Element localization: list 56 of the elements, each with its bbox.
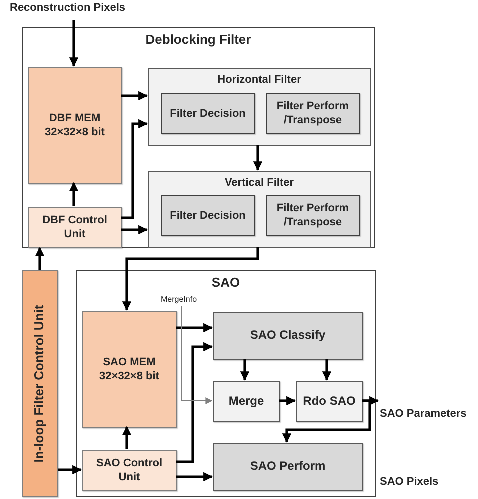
block-label: Merge [228, 394, 266, 410]
arrow [35, 247, 45, 270]
arrow [58, 465, 82, 475]
signal-label: SAO Parameters [380, 407, 467, 422]
block-container [22, 27, 375, 248]
block-title: Horizontal Filter [218, 73, 302, 88]
block-label: Filter Perform /Transpose [276, 99, 350, 128]
signal-label: SAO Pixels [380, 475, 439, 490]
arrow [122, 247, 260, 311]
arrow [69, 182, 79, 206]
arrow [253, 145, 263, 171]
process-block [266, 93, 360, 134]
process-block [82, 450, 177, 491]
process-block [266, 195, 360, 236]
block-title: Deblocking Filter [146, 32, 252, 49]
arrow [121, 91, 148, 101]
block-label: SAO MEM 32×32×8 bit [98, 355, 160, 384]
block-label: Filter Perform /Transpose [276, 201, 350, 230]
arrow [121, 119, 148, 220]
process-block [161, 195, 255, 236]
process-block [28, 207, 122, 248]
block-label: SAO Classify [249, 328, 327, 344]
arrow [182, 306, 213, 404]
arrow [121, 225, 148, 235]
process-block [161, 93, 255, 134]
process-block [296, 381, 363, 422]
arrow [282, 400, 372, 443]
arrow [176, 472, 213, 482]
block-container [148, 171, 371, 248]
block-label: Filter Decision [169, 208, 247, 223]
block-title: SAO [212, 275, 240, 292]
process-block [213, 312, 363, 360]
block-label: DBF MEM 32×32×8 bit [44, 111, 106, 140]
arrow [69, 20, 79, 67]
block-label: SAO Perform [249, 459, 327, 475]
block-label: SAO Control Unit [96, 456, 164, 485]
arrow [240, 359, 250, 381]
block-label: Rdo SAO [302, 394, 357, 410]
block-label: Filter Decision [169, 106, 247, 121]
arrow [176, 323, 213, 333]
signal-label: Reconstruction Pixels [10, 1, 126, 16]
process-block [213, 381, 280, 422]
arrow [322, 359, 332, 381]
process-block [82, 311, 177, 428]
block-label: DBF Control Unit [42, 213, 108, 242]
control-unit-bar [22, 270, 58, 497]
block-label: In-loop Filter Control Unit [32, 304, 48, 462]
signal-label: MergeInfo [161, 295, 198, 306]
arrow [279, 396, 296, 406]
process-block [213, 443, 363, 491]
block-title: Vertical Filter [224, 176, 294, 190]
process-block [28, 67, 122, 184]
block-container [148, 68, 371, 146]
block-container [76, 270, 376, 497]
arrow [122, 426, 132, 449]
arrow [176, 342, 213, 464]
